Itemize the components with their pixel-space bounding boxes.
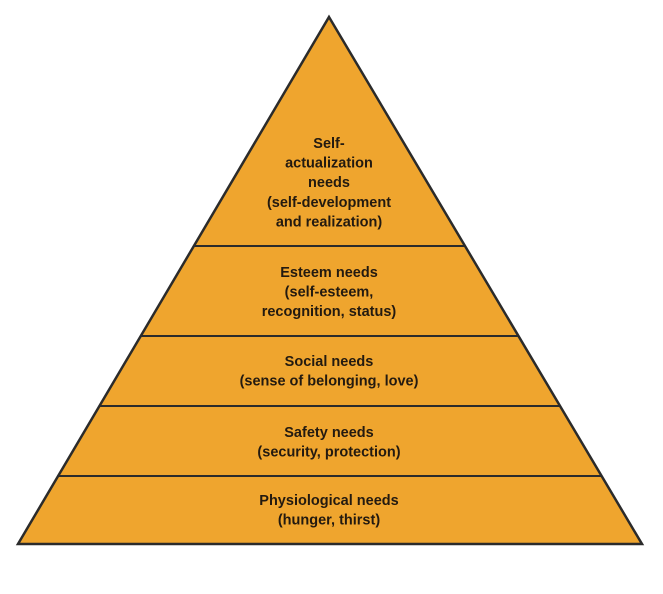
tier-label-esteem: Esteem needs (self-esteem, recognition, st… xyxy=(262,265,397,320)
tier-label-safety: Safety needs (security, protection) xyxy=(257,425,400,461)
tier-label-line: (security, protection) xyxy=(257,445,400,461)
tier-label-line: Safety needs xyxy=(284,425,373,441)
tier-label-line: Social needs xyxy=(285,354,374,370)
tier-label-line: Esteem needs xyxy=(280,265,378,281)
tier-label-line: (self-esteem, xyxy=(285,285,374,301)
pyramid-shape xyxy=(15,14,645,546)
tier-label-line: (self-development xyxy=(267,195,391,211)
tier-label-line: actualization xyxy=(285,156,373,172)
tier-label-line: (hunger, thirst) xyxy=(278,513,380,529)
tier-label-line: Physiological needs xyxy=(259,493,398,509)
tier-label-social: Social needs (sense of belonging, love) xyxy=(240,354,419,390)
tier-dividers xyxy=(58,245,602,477)
tier-label-line: Self- xyxy=(313,136,345,152)
tier-label-self-actualization: Self-actualization needs (self-development… xyxy=(267,136,391,230)
tier-label-line: (sense of belonging, love) xyxy=(240,374,419,390)
tier-labels: Self-actualization needs (self-development… xyxy=(240,136,419,529)
tier-label-line: and realization) xyxy=(276,214,383,230)
tier-label-physiological: Physiological needs (hunger, thirst) xyxy=(259,493,398,529)
tier-label-line: recognition, status) xyxy=(262,304,397,320)
tier-label-line: needs xyxy=(308,175,350,191)
